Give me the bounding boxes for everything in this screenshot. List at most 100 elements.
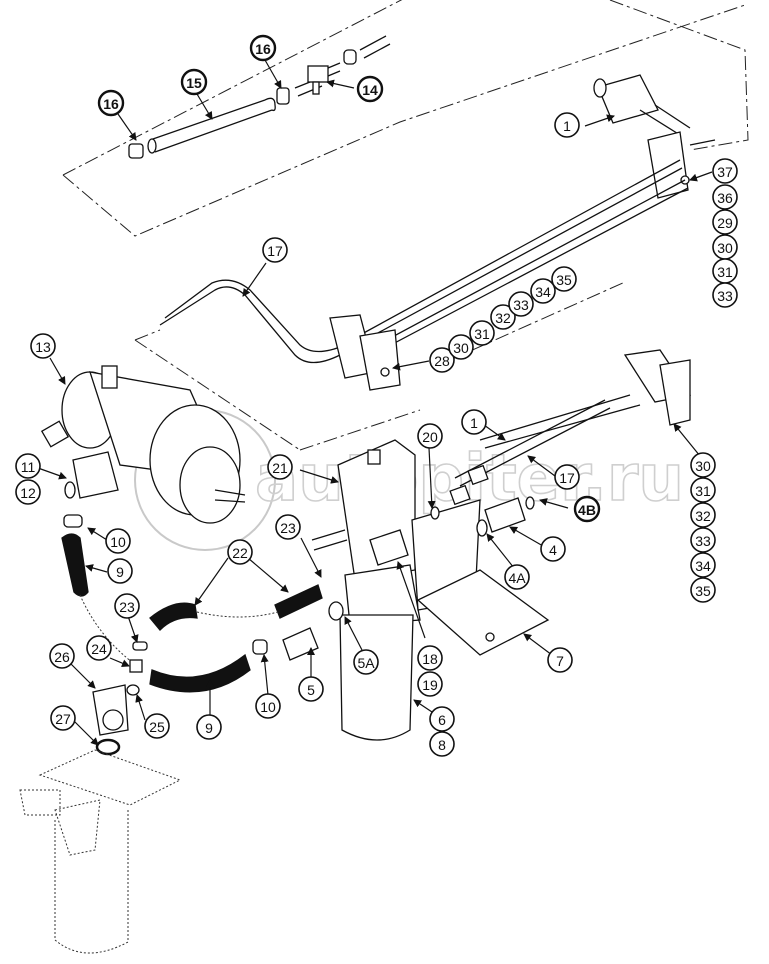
hose-9-upper bbox=[61, 533, 89, 597]
callout-circle bbox=[49, 643, 75, 669]
callout-23: 23 bbox=[114, 593, 140, 619]
callout-circle bbox=[15, 479, 41, 505]
callout-6: 6 bbox=[429, 706, 455, 732]
callout-number: 7 bbox=[556, 653, 564, 669]
upper-hose-group bbox=[128, 35, 391, 159]
callout-29: 29 bbox=[712, 209, 738, 235]
valve-1-body bbox=[597, 74, 659, 124]
middle-plane-back bbox=[449, 281, 626, 361]
o-ring-4B bbox=[525, 496, 535, 510]
o-ring-4A bbox=[476, 519, 488, 537]
pump-shaft bbox=[214, 489, 246, 503]
callout-circle bbox=[15, 453, 41, 479]
callout-circle bbox=[353, 649, 379, 675]
callout-10: 10 bbox=[255, 693, 281, 719]
hose-22-right bbox=[274, 584, 323, 619]
hose-15-end bbox=[147, 138, 157, 154]
tee-14-stem bbox=[312, 81, 320, 95]
callout-5a: 5A bbox=[353, 649, 379, 675]
tee-14-body bbox=[307, 65, 329, 83]
callout-circle bbox=[196, 714, 222, 740]
callout-number: 12 bbox=[20, 485, 36, 501]
callout-26: 26 bbox=[49, 643, 75, 669]
upper-plane-right bbox=[609, 0, 749, 151]
callout-30: 30 bbox=[448, 334, 474, 360]
callout-number: 30 bbox=[717, 240, 733, 256]
reference-filter-outline bbox=[19, 749, 182, 954]
valve-1-cap bbox=[593, 78, 607, 98]
callout-4b: 4B bbox=[573, 495, 601, 523]
tube-17-lower bbox=[479, 394, 641, 449]
pump-flange bbox=[179, 446, 241, 524]
upper-plane-edge bbox=[62, 0, 403, 176]
valve-1-stem bbox=[639, 104, 691, 136]
callout-8: 8 bbox=[429, 731, 455, 757]
clamp-block-right-b bbox=[659, 359, 691, 426]
callout-number: 35 bbox=[556, 272, 572, 288]
callout-10: 10 bbox=[105, 528, 131, 554]
callout-5: 5 bbox=[298, 676, 324, 702]
callout-number: 36 bbox=[717, 190, 733, 206]
callout-number: 31 bbox=[717, 264, 733, 280]
callout-circle bbox=[255, 693, 281, 719]
tube-17-upper bbox=[159, 279, 401, 391]
callout-circle bbox=[712, 158, 738, 184]
callout-number: 20 bbox=[422, 429, 438, 445]
hose-15-end-right bbox=[264, 97, 276, 112]
callout-4: 4 bbox=[540, 536, 566, 562]
callout-1: 1 bbox=[461, 409, 487, 435]
callout-13: 13 bbox=[30, 333, 56, 359]
callout-circle bbox=[554, 464, 580, 490]
o-ring-20 bbox=[430, 506, 440, 520]
ref-bracket bbox=[19, 789, 61, 816]
clamp-small bbox=[343, 49, 357, 65]
callout-circle bbox=[275, 514, 301, 540]
callout-number: 18 bbox=[422, 651, 438, 667]
valve-fitting-18 bbox=[369, 529, 409, 566]
callout-circle bbox=[105, 528, 131, 554]
callout-17: 17 bbox=[262, 237, 288, 263]
callout-number: 21 bbox=[272, 460, 288, 476]
hose-15 bbox=[149, 99, 273, 153]
tee-14-right bbox=[327, 62, 341, 77]
fitting-11-nipple bbox=[64, 481, 76, 499]
callout-circle bbox=[30, 333, 56, 359]
callout-number: 17 bbox=[267, 243, 283, 259]
callout-22: 22 bbox=[227, 539, 253, 565]
callout-number: 4 bbox=[549, 542, 557, 558]
pump-port-top bbox=[101, 365, 118, 389]
callout-number: 9 bbox=[205, 720, 213, 736]
callout-number: 15 bbox=[186, 75, 202, 91]
clamp-10-upper bbox=[63, 514, 83, 528]
callout-circle bbox=[417, 423, 443, 449]
o-ring-25 bbox=[126, 684, 140, 696]
upper-plane-front bbox=[62, 4, 746, 237]
filter-6 bbox=[339, 614, 414, 741]
callout-circle bbox=[712, 282, 738, 308]
callout-number: 4B bbox=[578, 502, 596, 518]
tube-17-path-b bbox=[164, 279, 346, 353]
callout-33: 33 bbox=[690, 527, 716, 553]
o-ring-27 bbox=[95, 738, 121, 756]
callout-number: 25 bbox=[149, 719, 165, 735]
callout-circle bbox=[417, 671, 443, 697]
callout-11: 11 bbox=[15, 453, 41, 479]
callout-36: 36 bbox=[712, 184, 738, 210]
callout-circle bbox=[86, 635, 112, 661]
callout-21: 21 bbox=[267, 454, 293, 480]
callout-number: 33 bbox=[513, 297, 529, 313]
callout-number: 17 bbox=[559, 470, 575, 486]
callout-circle bbox=[551, 266, 577, 292]
clamp-28-bolt bbox=[380, 367, 390, 377]
callout-number: 16 bbox=[103, 96, 119, 112]
fitting-24 bbox=[129, 659, 143, 673]
callout-19: 19 bbox=[417, 671, 443, 697]
callout-circle bbox=[690, 452, 716, 478]
callout-circle bbox=[97, 89, 125, 117]
callout-31: 31 bbox=[712, 258, 738, 284]
hose-group-lower bbox=[61, 514, 323, 756]
callout-24: 24 bbox=[86, 635, 112, 661]
callout-14: 14 bbox=[356, 75, 384, 103]
hose-22-path bbox=[196, 611, 279, 618]
callout-number: 19 bbox=[422, 677, 438, 693]
